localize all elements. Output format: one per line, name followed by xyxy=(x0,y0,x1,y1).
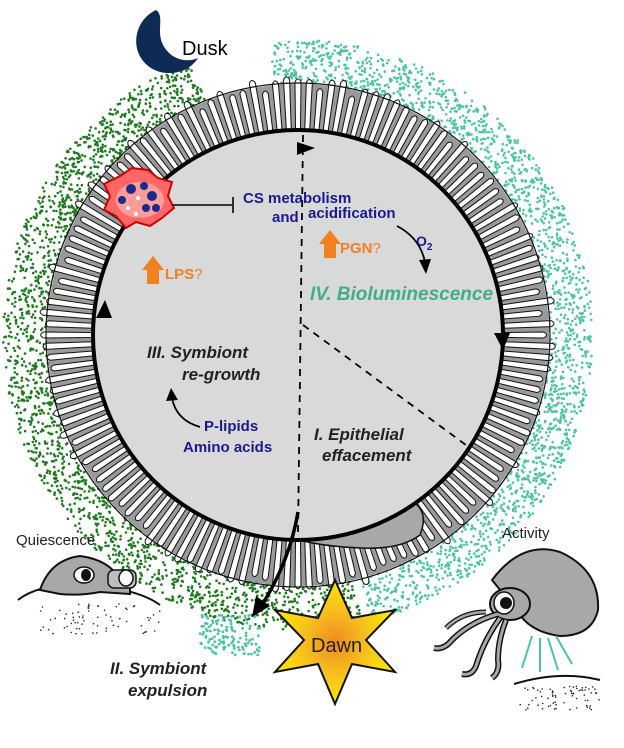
hemocyte-cell xyxy=(102,166,176,230)
active-squid-icon xyxy=(433,548,601,685)
phase-ii-label-1: II. Symbiont xyxy=(110,659,208,678)
expulsion-arrow xyxy=(260,511,300,606)
phase-divider-diagonal xyxy=(302,324,471,449)
cycle-arrow-top xyxy=(297,142,315,155)
dawn-label: Dawn xyxy=(311,635,362,657)
phase-iv-label: IV. Bioluminescence xyxy=(310,284,493,305)
cycle-arrow-right xyxy=(494,333,510,350)
quiescence-label: Quiescence xyxy=(16,532,95,549)
phase-divider-vertical xyxy=(297,134,304,536)
plipids-label: P-lipids xyxy=(204,418,258,435)
phase-ii-label-2: expulsion xyxy=(128,681,207,700)
regrowth-arrowhead xyxy=(166,388,178,401)
pgn-up-arrow-icon xyxy=(319,230,341,258)
o2-label: O2 xyxy=(416,233,433,253)
dusk-label: Dusk xyxy=(182,38,229,60)
sand-left xyxy=(39,603,161,635)
lps-label: LPS? xyxy=(165,266,203,283)
pgn-label: PGN? xyxy=(340,240,381,257)
cs-metabolism-label-1: CS metabolism xyxy=(243,190,351,207)
cs-metabolism-label-2b: acidification xyxy=(308,205,396,222)
lps-up-arrow-icon xyxy=(142,256,164,284)
activity-label: Activity xyxy=(502,525,550,542)
amino-acids-label: Amino acids xyxy=(183,439,272,456)
phase-i-label-1: I. Epithelial xyxy=(314,425,405,444)
dawn-sun-icon xyxy=(272,577,398,707)
cs-metabolism-label-2a: and xyxy=(272,209,299,226)
epithelium-ring xyxy=(39,76,556,593)
quiescent-squid-icon xyxy=(17,554,161,606)
cycle-arrow-left xyxy=(96,300,112,318)
phase-i-label-2: effacement xyxy=(322,446,413,465)
regrowth-arrow xyxy=(171,397,201,428)
o2-arrowhead xyxy=(419,259,431,274)
o2-arrow xyxy=(396,225,426,263)
phase-iii-label-2: re-growth xyxy=(182,365,260,384)
expulsion-arrowhead xyxy=(252,596,270,617)
sand-right xyxy=(519,685,600,711)
phase-iii-label-1: III. Symbiont xyxy=(147,343,249,362)
moon-icon xyxy=(136,10,198,74)
